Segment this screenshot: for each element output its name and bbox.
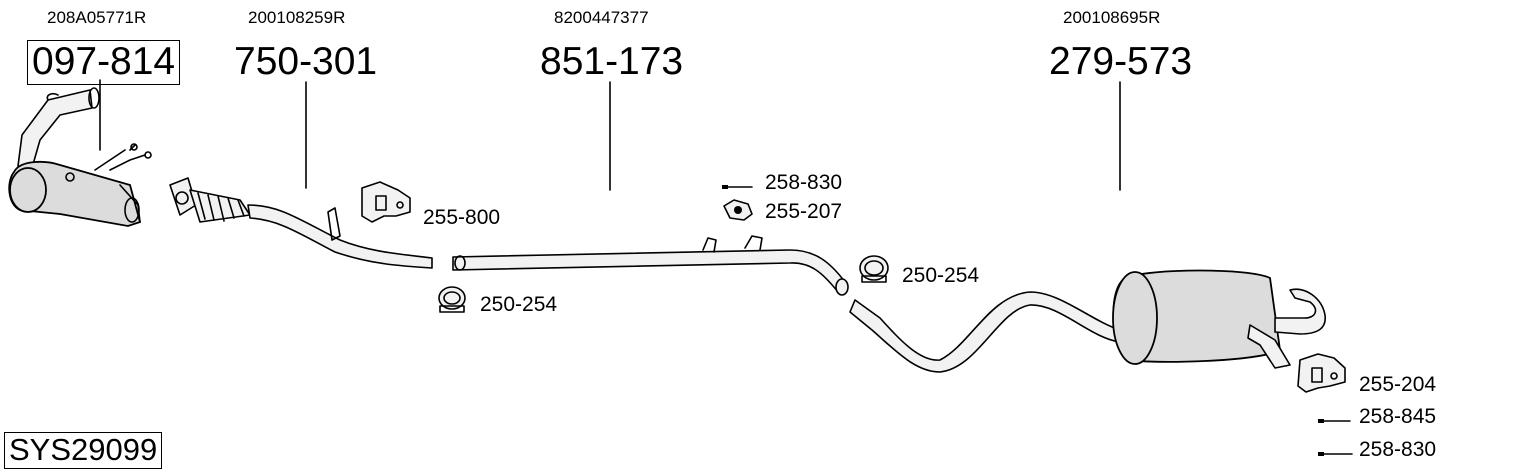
bolt-icon[interactable] (722, 185, 753, 189)
accessory-label-bolt-rear-2[interactable]: 258-830 (1359, 438, 1437, 461)
oe-number-middle-pipe: 8200447377 (554, 8, 649, 27)
bolt-icon[interactable] (1318, 452, 1353, 456)
part-number-front-pipe[interactable]: 750-301 (234, 40, 378, 83)
oe-number-rear-silencer: 200108695R (1063, 8, 1161, 27)
front-pipe-drawing[interactable] (169, 177, 433, 269)
bolt-icon[interactable] (1318, 419, 1351, 423)
accessory-label-bolt-rear-1[interactable]: 258-845 (1359, 405, 1437, 428)
system-number: SYS29099 (4, 432, 163, 469)
rear-silencer-drawing[interactable] (849, 269, 1326, 373)
accessory-label-clamp-front[interactable]: 250-254 (480, 293, 558, 316)
oe-number-front-pipe: 200108259R (248, 8, 346, 27)
rubber-mount-icon[interactable] (723, 199, 753, 221)
part-number-rear-silencer[interactable]: 279-573 (1049, 40, 1193, 83)
oe-number-catalyst: 208A05771R (47, 8, 147, 27)
catalyst-drawing[interactable] (8, 87, 152, 227)
accessory-label-rubber-mount-middle[interactable]: 255-207 (765, 200, 843, 223)
accessory-label-clamp-rear[interactable]: 250-254 (902, 264, 980, 287)
rubber-mount-icon[interactable] (1297, 353, 1346, 393)
clamp-icon[interactable] (859, 255, 889, 283)
middle-pipe-drawing[interactable] (452, 235, 849, 296)
part-number-middle-pipe[interactable]: 851-173 (540, 40, 684, 83)
clamp-icon[interactable] (438, 286, 466, 313)
accessory-label-rubber-mount-rear[interactable]: 255-204 (1359, 373, 1437, 396)
rubber-mount-icon[interactable] (361, 181, 411, 223)
accessory-label-rubber-mount-front[interactable]: 255-800 (423, 206, 501, 229)
accessory-label-bolt-middle[interactable]: 258-830 (765, 171, 843, 194)
part-number-catalyst[interactable]: 097-814 (27, 40, 181, 85)
